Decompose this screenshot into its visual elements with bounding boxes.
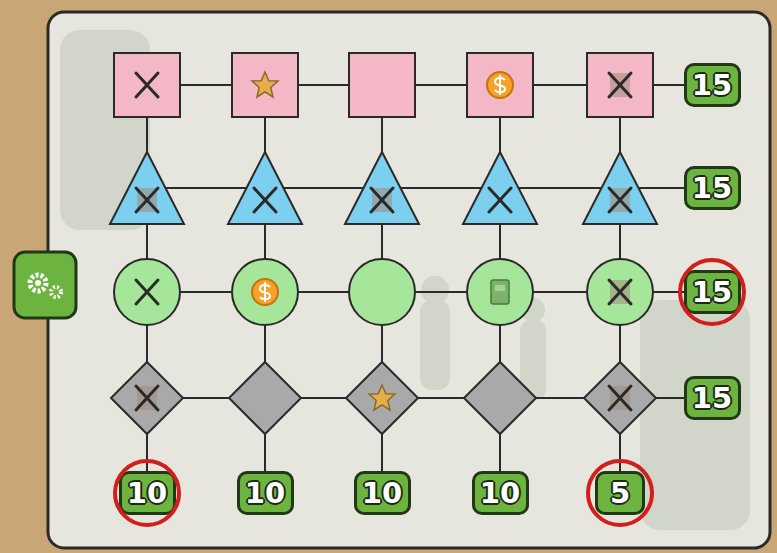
score-box: 10 xyxy=(237,471,294,515)
score-value: 10 xyxy=(127,479,167,508)
score-value: 15 xyxy=(692,174,732,203)
score-box: 10 xyxy=(354,471,411,515)
score-value: 5 xyxy=(610,479,630,508)
score-value: 15 xyxy=(692,384,732,413)
score-box: 15 xyxy=(684,270,741,314)
score-value: 10 xyxy=(480,479,520,508)
score-box: 5 xyxy=(595,471,645,515)
score-value: 10 xyxy=(362,479,402,508)
score-value: 15 xyxy=(692,278,732,307)
score-box: 15 xyxy=(684,166,741,210)
score-box: 10 xyxy=(472,471,529,515)
score-box: 15 xyxy=(684,63,741,107)
score-value: 15 xyxy=(692,71,732,100)
score-box: 15 xyxy=(684,376,741,420)
score-value: 10 xyxy=(245,479,285,508)
score-box: 10 xyxy=(119,471,176,515)
